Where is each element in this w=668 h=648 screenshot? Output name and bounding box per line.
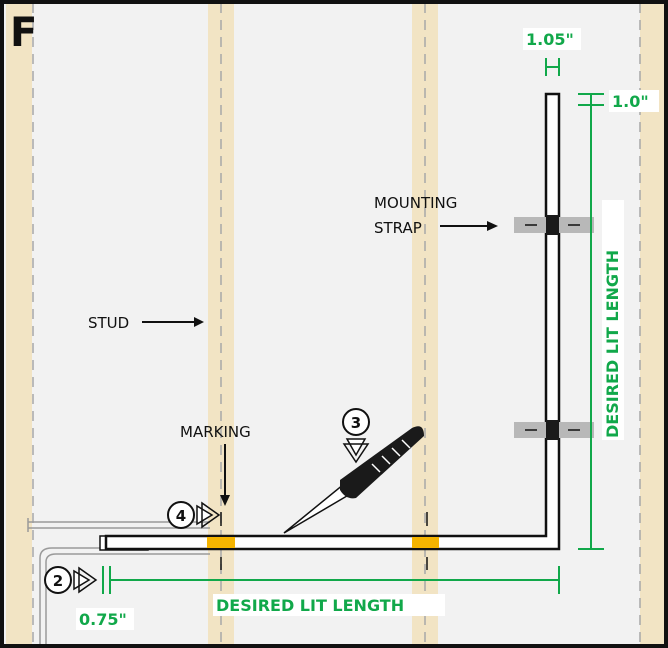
dim-bg-bottom	[76, 608, 134, 630]
mounting-strap-1	[514, 215, 594, 235]
svg-text:4: 4	[176, 507, 186, 525]
dimension-lines	[102, 58, 604, 594]
marking-block-1	[207, 537, 235, 548]
stud-label: STUD	[88, 314, 129, 332]
dim-bg-top	[523, 28, 581, 50]
utility-knife-icon	[283, 426, 424, 534]
marking-block-2	[412, 537, 439, 548]
dim-bottom-offset: 0.75"	[79, 610, 127, 629]
svg-text:2: 2	[53, 572, 63, 590]
dim-bg-offset	[609, 90, 659, 112]
dim-bg-vertical	[602, 200, 624, 440]
dim-horizontal-length: DESIRED LIT LENGTH	[216, 596, 404, 615]
dim-top-offset: 1.0"	[612, 92, 649, 111]
dim-bg-horizontal	[213, 594, 445, 616]
step-callout-2: 2	[44, 566, 98, 594]
light-strip	[104, 92, 561, 551]
panel-letter: F	[10, 10, 37, 56]
marking-label: MARKING	[180, 423, 251, 441]
step-callout-4: 4	[167, 501, 221, 529]
dim-top-width: 1.05"	[526, 30, 574, 49]
svg-text:3: 3	[351, 414, 361, 432]
stud-arrow	[142, 317, 204, 327]
stud-1	[6, 3, 32, 645]
mounting-strap-label-line2: STRAP	[374, 219, 422, 237]
mounting-strap-label-line1: MOUNTING	[374, 194, 457, 212]
dim-vertical-length: DESIRED LIT LENGTH	[603, 250, 622, 438]
marking-arrow	[220, 444, 230, 506]
step-callout-3: 3	[342, 408, 370, 464]
mounting-strap-2	[514, 420, 594, 440]
mounting-strap-arrow	[440, 221, 498, 231]
marking-ticks	[220, 512, 428, 570]
